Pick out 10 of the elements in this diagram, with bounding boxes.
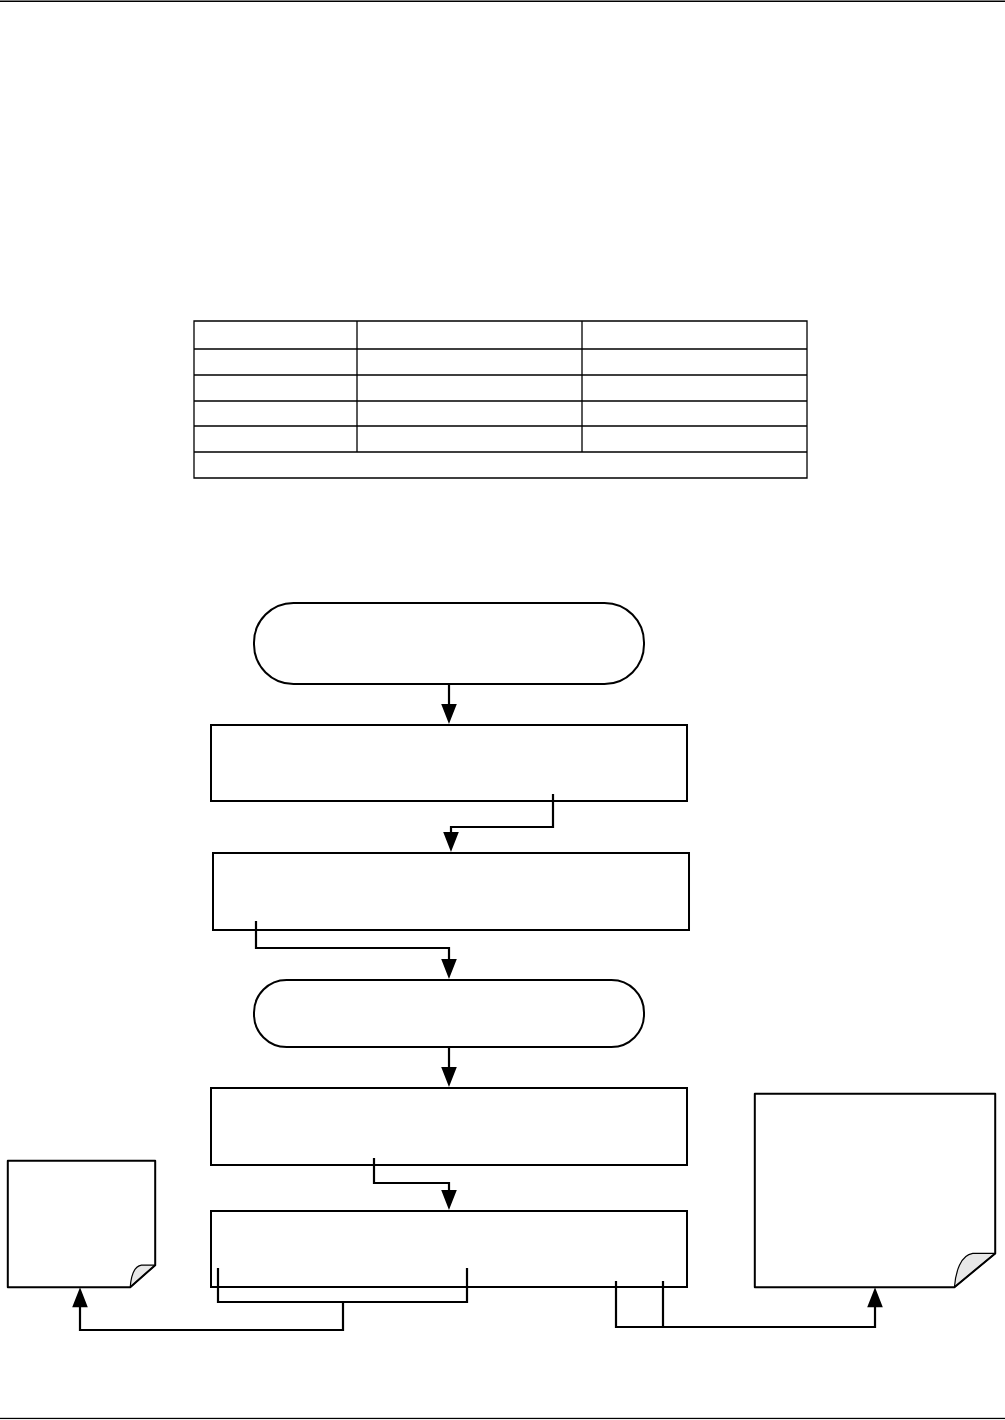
rounded-box — [253, 602, 645, 685]
arrow — [72, 1266, 469, 1332]
process-box — [210, 1210, 688, 1288]
process-box — [210, 724, 688, 802]
document-shape — [6, 1159, 157, 1289]
rounded-box — [253, 979, 645, 1048]
document-shape — [753, 1092, 997, 1289]
arrow — [614, 1279, 883, 1329]
process-box — [212, 852, 690, 931]
process-box — [210, 1087, 688, 1166]
